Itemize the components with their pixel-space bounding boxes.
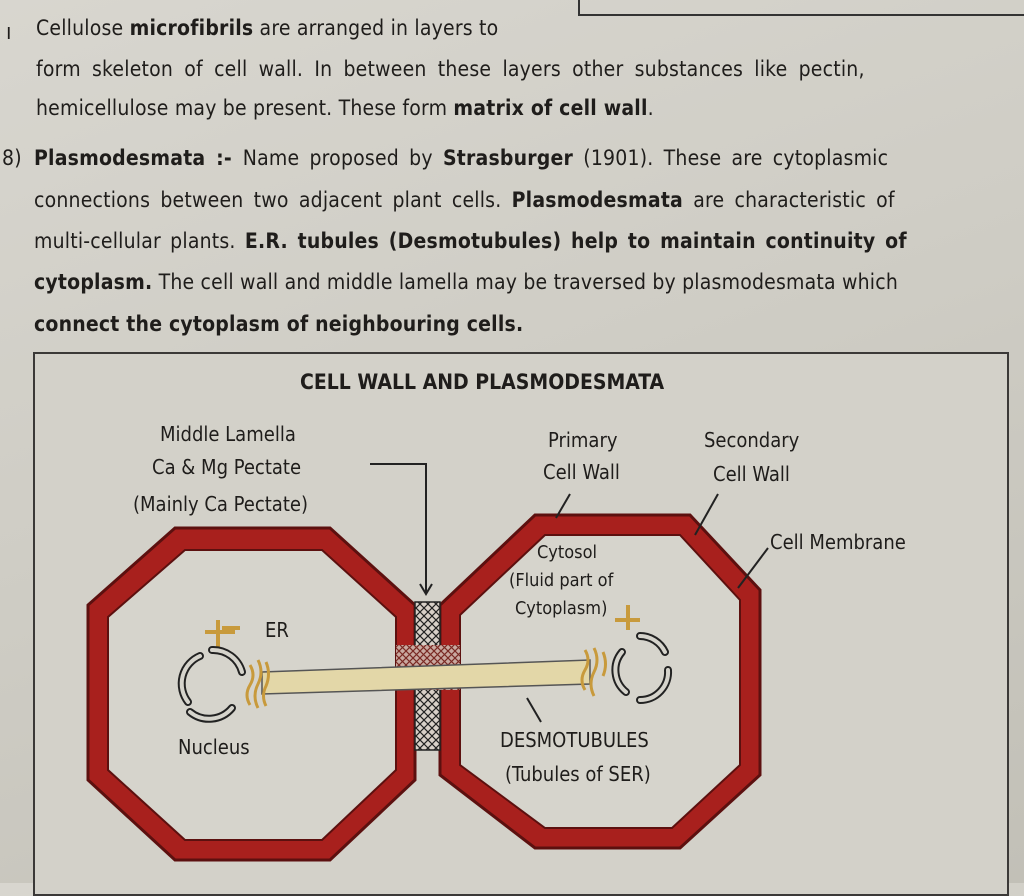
label-primary-cell-wall: Cell Wall [543, 460, 620, 484]
desmotubule-pointer [526, 697, 542, 723]
label-desmotubules: DESMOTUBULES [500, 728, 649, 752]
para2-line1: Plasmodesmata :- Name proposed by Strasb… [34, 146, 889, 170]
figure-title: CELL WALL AND PLASMODESMATA [300, 370, 665, 394]
para1-line1: Cellulose microfibrils are arranged in l… [36, 16, 499, 40]
label-fluid-part: (Fluid part of [509, 570, 614, 591]
label-ca-mg-pectate: Ca & Mg Pectate [152, 455, 302, 479]
label-mainly-ca-pectate: (Mainly Ca Pectate) [133, 492, 308, 516]
para1-line3: hemicellulose may be present. These form… [36, 96, 654, 120]
label-cytosol: Cytosol [537, 542, 597, 563]
left-cell-interior [107, 549, 397, 841]
er-right-top [615, 605, 640, 630]
label-tubules-of-ser: (Tubules of SER) [505, 762, 651, 786]
label-primary: Primary [548, 428, 618, 452]
nucleus-right [611, 632, 673, 705]
label-middle-lamella: Middle Lamella [160, 422, 296, 446]
para2-line5: connect the cytoplasm of neighbouring ce… [34, 312, 524, 336]
er-right [580, 647, 607, 697]
middle-lamella-pointer [370, 463, 427, 592]
er-left-top [205, 620, 240, 648]
label-cell-membrane: Cell Membrane [770, 530, 906, 554]
er-left [245, 659, 270, 709]
label-secondary: Secondary [704, 428, 800, 452]
secondary-wall-pointer [694, 493, 719, 536]
label-er: ER [265, 618, 289, 642]
para2-line2: connections between two adjacent plant c… [34, 188, 895, 212]
nucleus-left [177, 646, 246, 723]
para1-line2: form skeleton of cell wall. In between t… [36, 57, 865, 81]
para2-line4: cytoplasm. The cell wall and middle lame… [34, 270, 899, 294]
label-secondary-cell-wall: Cell Wall [713, 462, 790, 486]
primary-wall-pointer [555, 493, 571, 519]
label-nucleus: Nucleus [178, 735, 250, 759]
label-cytoplasm: Cytoplasm) [515, 598, 608, 619]
bullet-mark: ı [6, 20, 12, 45]
para2-number: 8) [2, 146, 22, 170]
previous-box-border [578, 0, 1024, 16]
para2-line3: multi-cellular plants. E.R. tubules (Des… [34, 229, 907, 253]
cell-membrane-pointer [737, 547, 769, 589]
